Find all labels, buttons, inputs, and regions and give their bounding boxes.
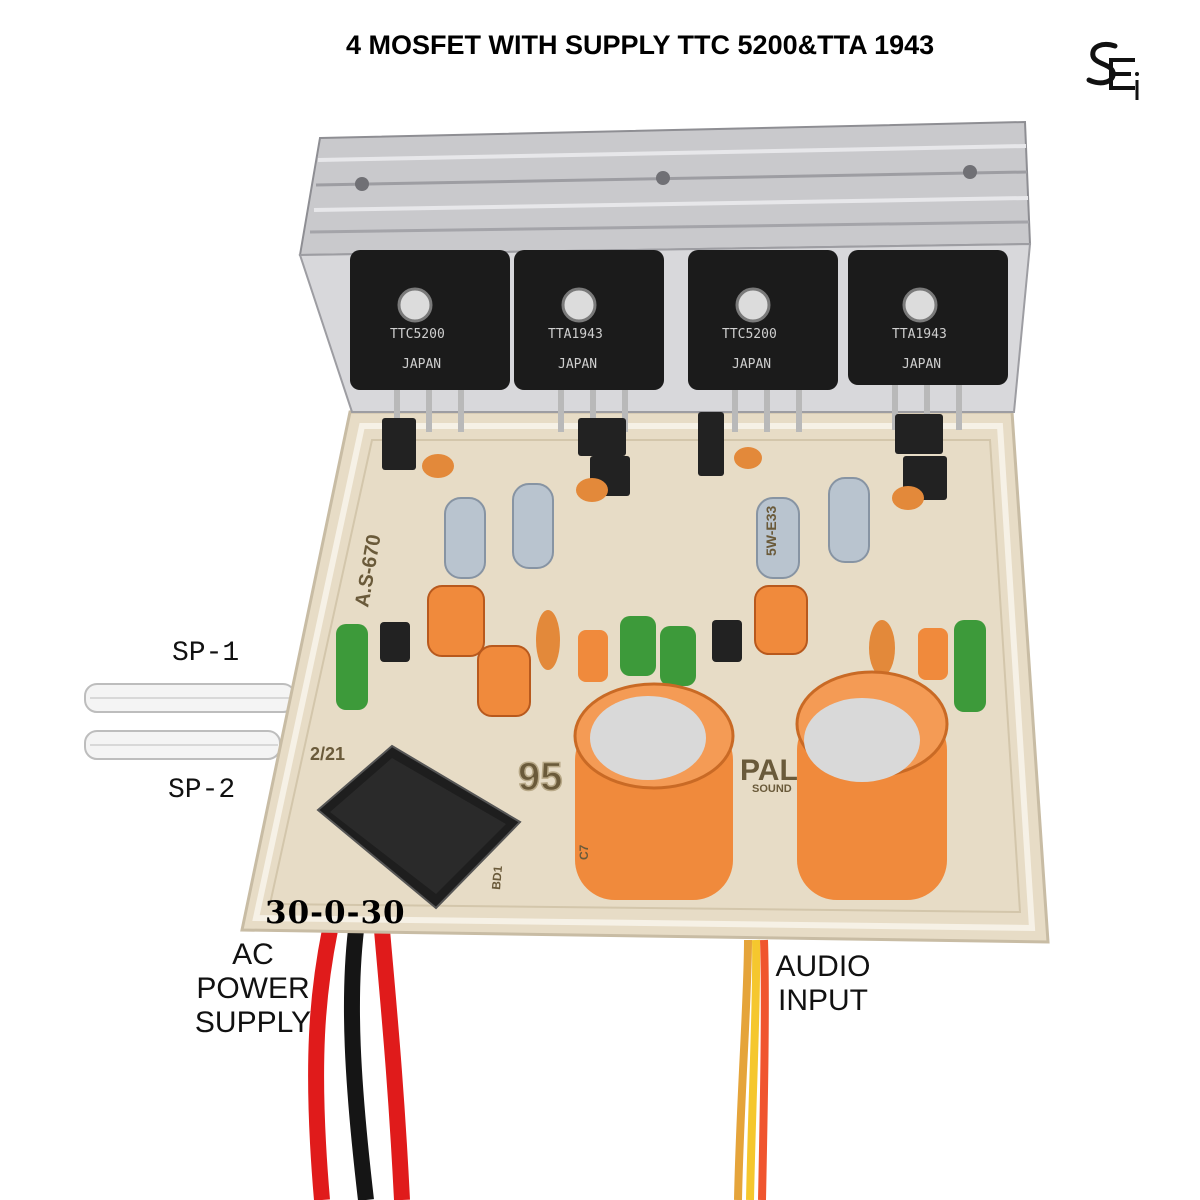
svg-text:TTA1943: TTA1943 <box>548 327 603 342</box>
svg-text:TTC5200: TTC5200 <box>390 327 445 342</box>
svg-text:JAPAN: JAPAN <box>402 357 441 372</box>
bridge-rectifier: BD1 <box>316 744 522 910</box>
svg-text:JAPAN: JAPAN <box>732 357 771 372</box>
page-title: 4 MOSFET WITH SUPPLY TTC 5200&TTA 1943 <box>346 30 935 60</box>
svg-text:95: 95 <box>518 755 563 799</box>
wirewound-resistors <box>444 477 870 579</box>
power-transistors: TTC5200 JAPAN TTA1943 JAPAN TTC5200 JAPA… <box>350 250 1008 432</box>
small-components <box>336 447 986 717</box>
sp2-label: SP-2 <box>168 775 236 806</box>
logo-sei <box>1086 41 1139 100</box>
ac-line2: POWER <box>196 972 310 1005</box>
audio-input-label: AUDIO INPUT <box>758 950 888 1018</box>
audio-wires <box>734 939 769 1200</box>
svg-text:JAPAN: JAPAN <box>902 357 941 372</box>
svg-text:BD1: BD1 <box>489 865 505 890</box>
svg-text:SOUND: SOUND <box>752 783 792 795</box>
svg-text:2/21: 2/21 <box>310 744 345 764</box>
svg-text:TTA1943: TTA1943 <box>892 327 947 342</box>
speaker-wires <box>84 683 296 760</box>
ac-power-supply-label: AC POWER SUPPLY <box>178 938 328 1040</box>
audio-line2: INPUT <box>778 984 868 1017</box>
svg-text:PAL: PAL <box>740 754 798 787</box>
audio-line1: AUDIO <box>775 950 871 983</box>
power-wires <box>308 928 410 1200</box>
svg-text:TTC5200: TTC5200 <box>722 327 777 342</box>
large-capacitors: C7 <box>573 670 949 900</box>
svg-text:C7: C7 <box>577 844 591 860</box>
voltage-label: 30-0-30 <box>265 895 406 931</box>
driver-transistors <box>382 412 947 500</box>
ac-line1: AC <box>232 938 274 971</box>
sp1-label: SP-1 <box>172 638 240 669</box>
ac-line3: SUPPLY <box>194 1006 312 1039</box>
svg-text:5W-E33: 5W-E33 <box>763 505 779 556</box>
svg-text:JAPAN: JAPAN <box>558 357 597 372</box>
